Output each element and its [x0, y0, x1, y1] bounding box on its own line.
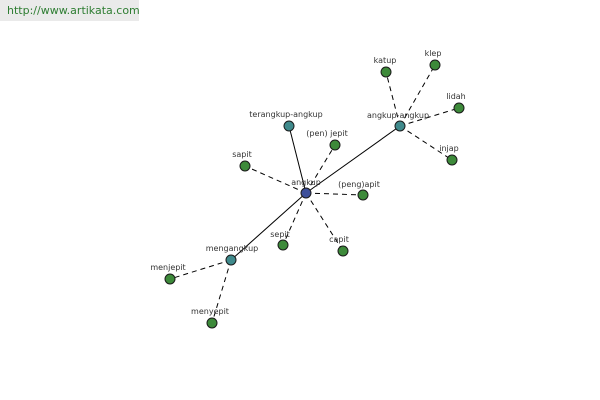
node-label-lidah: lidah	[446, 92, 466, 101]
edge-angkup-to-pen-jepit	[305, 144, 336, 194]
node-menyepit[interactable]	[206, 317, 218, 329]
node-label-klep: klep	[425, 49, 442, 58]
node-lidah[interactable]	[453, 102, 465, 114]
node-sepit[interactable]	[277, 239, 289, 251]
site-url-banner[interactable]: http://www.artikata.com	[0, 0, 140, 21]
edge-layer	[169, 64, 460, 324]
node-layer	[164, 59, 465, 329]
node-label-injap: injap	[439, 144, 459, 153]
edge-mengangkup-to-menyepit	[211, 259, 232, 324]
node-klep[interactable]	[429, 59, 441, 71]
edge-angkup-angkup-to-injap	[399, 125, 453, 161]
edge-mengangkup-to-menjepit	[169, 259, 232, 280]
edge-angkup-angkup-to-katup	[385, 71, 401, 127]
node-label-peng-apit: (peng)apit	[338, 180, 380, 189]
node-menjepit[interactable]	[164, 273, 176, 285]
node-label-pen-jepit: (pen) jepit	[306, 129, 347, 138]
node-label-capit: capit	[329, 235, 349, 244]
edge-angkup-to-peng-apit	[305, 192, 364, 196]
node-label-angkup-angkup: angkup-angkup	[367, 111, 429, 120]
node-capit[interactable]	[337, 245, 349, 257]
edge-angkup-to-sepit	[282, 192, 307, 246]
node-label-terangkup-angkup: terangkup-angkup	[249, 110, 322, 119]
edge-angkup-to-sapit	[244, 165, 307, 194]
node-katup[interactable]	[380, 66, 392, 78]
node-pen-jepit[interactable]	[329, 139, 341, 151]
node-label-menyepit: menyepit	[191, 307, 229, 316]
node-angkup-angkup[interactable]	[394, 120, 406, 132]
node-mengangkup[interactable]	[225, 254, 237, 266]
node-label-sapit: sapit	[232, 150, 252, 159]
node-peng-apit[interactable]	[357, 189, 369, 201]
edge-angkup-to-capit	[305, 192, 344, 252]
node-label-angkup: angkup	[291, 178, 321, 187]
edge-angkup-angkup-to-klep	[399, 64, 436, 127]
node-angkup[interactable]	[300, 187, 312, 199]
node-label-katup: katup	[374, 56, 397, 65]
node-terangkup-angkup[interactable]	[283, 120, 295, 132]
label-layer: angkup angkup-angkup terangkup-angkup menga…	[150, 49, 465, 316]
edge-angkup-angkup-to-lidah	[399, 107, 460, 127]
edge-angkup-to-angkup-angkup	[305, 125, 401, 194]
node-sapit[interactable]	[239, 160, 251, 172]
node-label-mengangkup: mengangkup	[206, 244, 258, 253]
node-injap[interactable]	[446, 154, 458, 166]
edge-angkup-to-mengangkup	[230, 192, 307, 261]
node-label-menjepit: menjepit	[150, 263, 185, 272]
edge-angkup-to-terangkup-angkup	[288, 125, 307, 194]
node-label-sepit: sepit	[270, 230, 290, 239]
